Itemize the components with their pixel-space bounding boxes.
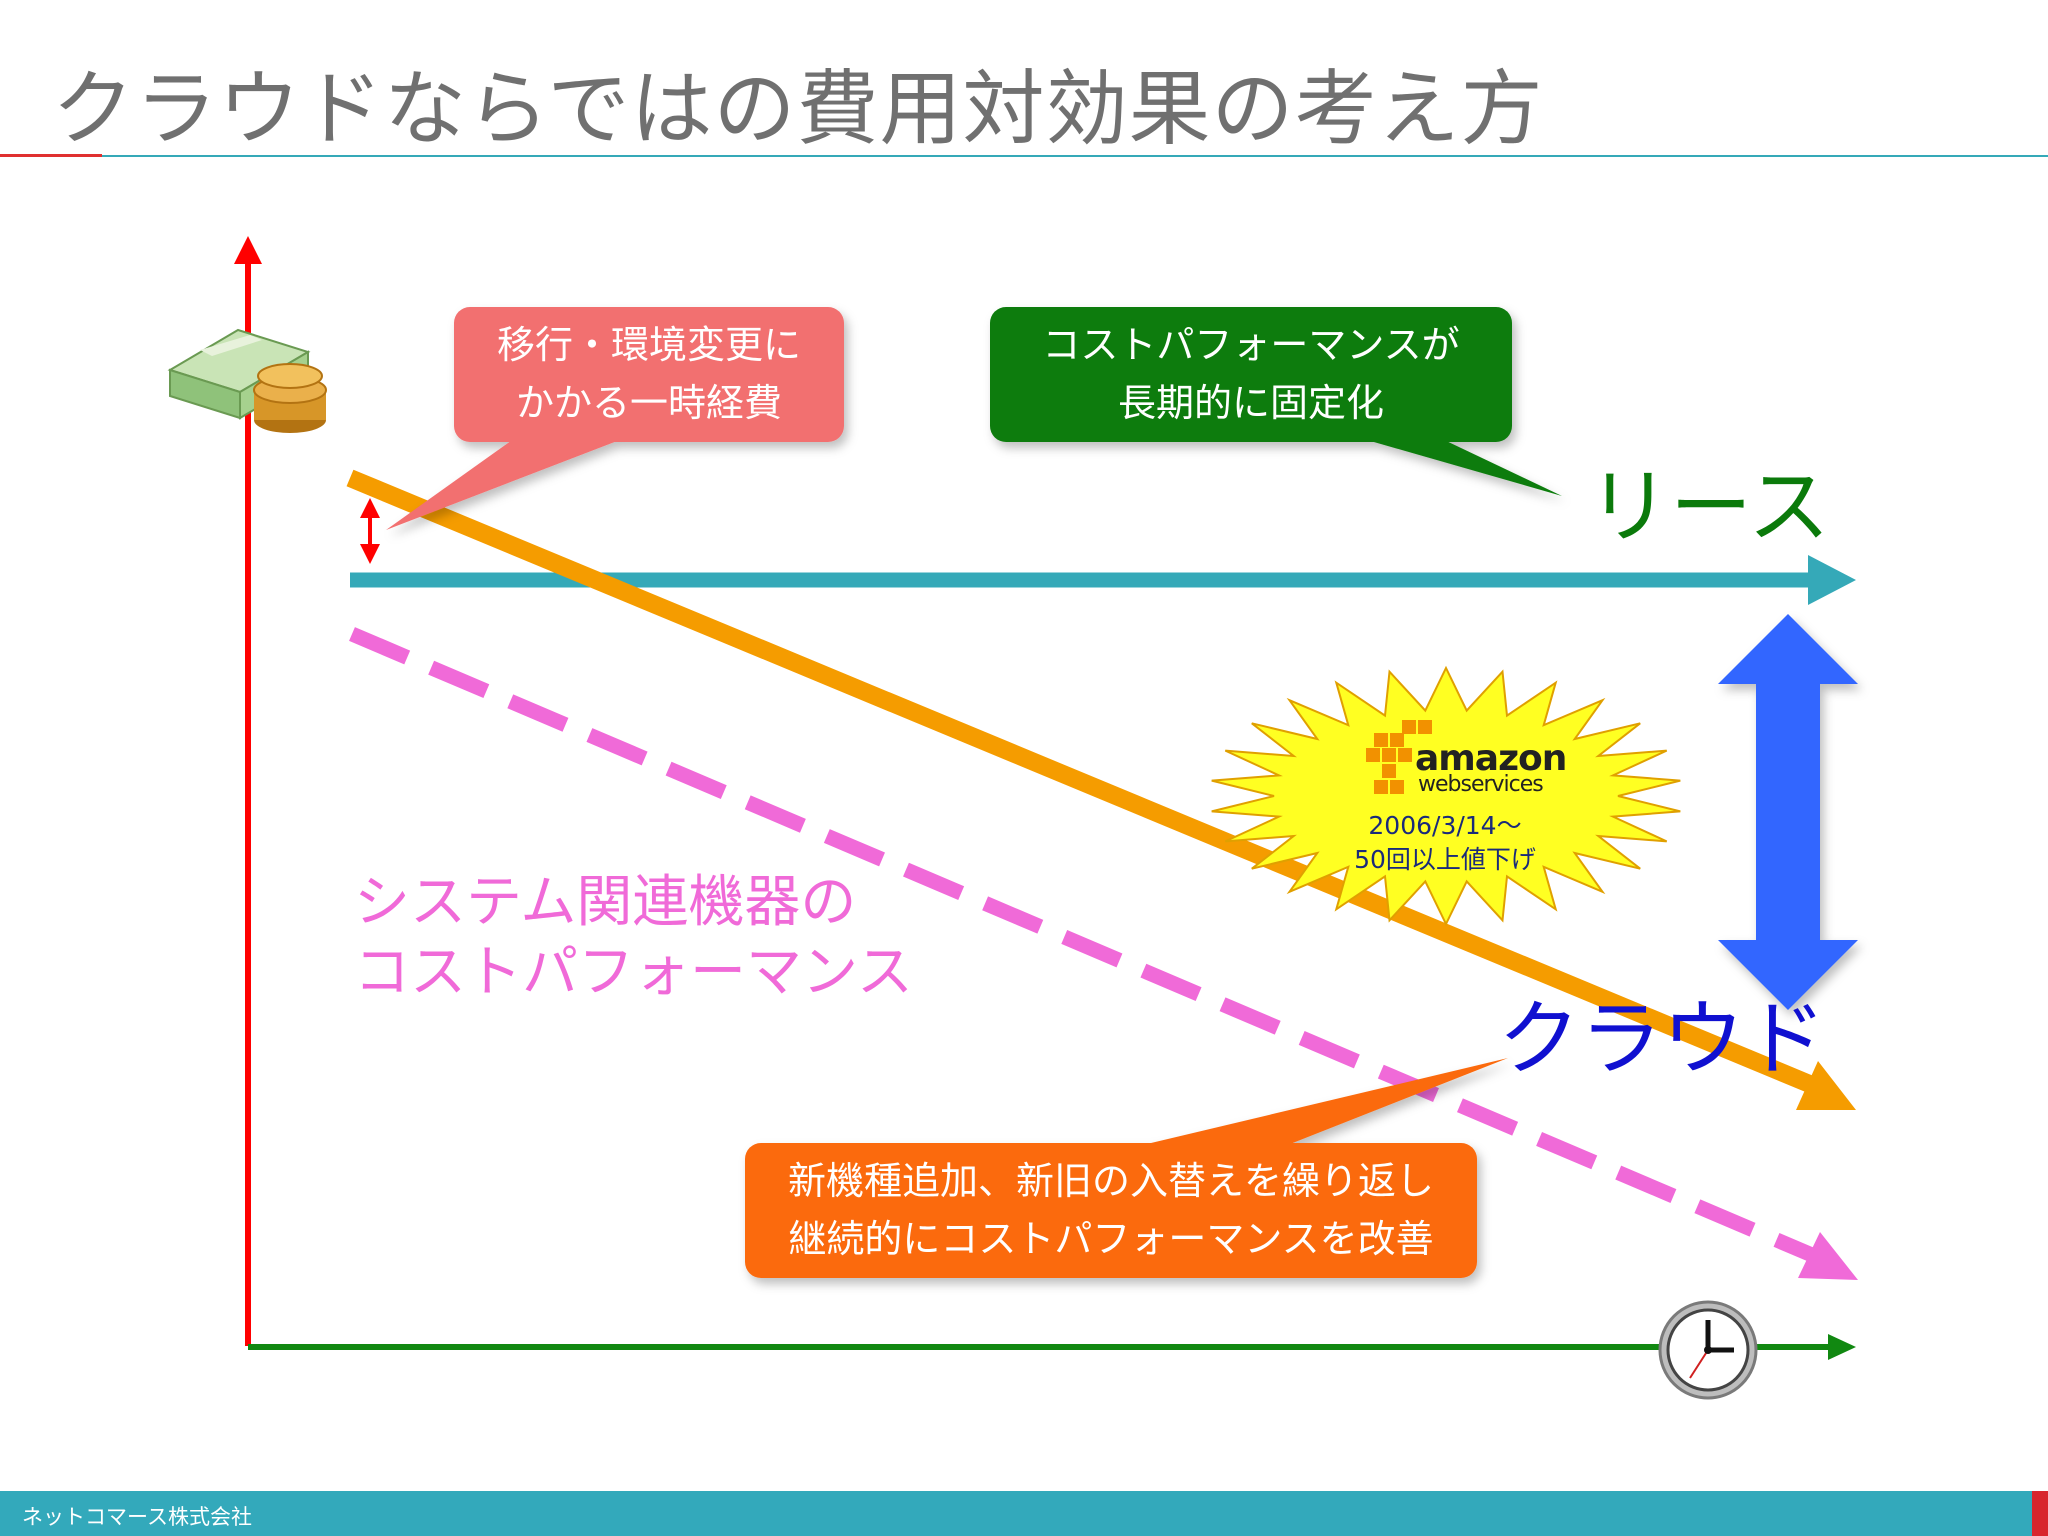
system-cost-line [349, 627, 1858, 1280]
cloud-improve-line-2: 継続的にコストパフォーマンスを改善 [788, 1217, 1434, 1261]
cloud-label: クラウド [1498, 992, 1827, 1087]
aws-logo-word: amazon [1415, 738, 1567, 779]
x-axis [248, 1334, 1856, 1360]
title-rule-accent [0, 154, 102, 157]
footer-accent [2032, 1491, 2048, 1536]
migration-cost-line-1: 移行・環境変更に [496, 323, 801, 367]
system-cost-line-1: システム関連機器の [354, 870, 857, 935]
lease-fixed-callout [990, 307, 1562, 496]
lease-fixed-line-1: コストパフォーマンスが [1042, 323, 1460, 367]
aws-price-cuts: 50回以上値下げ [1354, 845, 1536, 874]
footer-company: ネットコマース株式会社 [22, 1505, 252, 1529]
money-icon [167, 328, 327, 433]
lease-fixed-line-2: 長期的に固定化 [1117, 381, 1384, 425]
footer-bar: ネットコマース株式会社 [0, 1491, 2048, 1536]
initial-cost-gap-arrow [360, 498, 380, 564]
title-rule [102, 155, 2048, 157]
cloud-line [346, 469, 1856, 1110]
clock-icon [1658, 1300, 1758, 1400]
migration-cost-text: 移行・環境変更に かかる一時経費 [454, 316, 844, 432]
aws-price-note: 2006/3/14～ 50回以上値下げ [1310, 809, 1580, 877]
cost-gap-arrow [1718, 614, 1858, 1010]
cloud-improve-line-1: 新機種追加、新旧の入替えを繰り返し [787, 1159, 1434, 1203]
slide-title: クラウドならではの費用対効果の考え方 [52, 62, 1544, 157]
migration-cost-callout [386, 307, 844, 530]
aws-logo-sub: webservices [1418, 772, 1544, 797]
lease-fixed-text: コストパフォーマンスが 長期的に固定化 [990, 316, 1512, 432]
y-axis [234, 236, 262, 1346]
cloud-improve-text: 新機種追加、新旧の入替えを繰り返し 継続的にコストパフォーマンスを改善 [745, 1152, 1477, 1268]
lease-label: リース [1588, 460, 1830, 555]
system-cost-label: システム関連機器の コストパフォーマンス [354, 868, 913, 1008]
aws-date: 2006/3/14～ [1368, 811, 1522, 840]
migration-cost-line-2: かかる一時経費 [515, 381, 782, 425]
aws-cubes-icon [1366, 720, 1432, 794]
aws-burst [1211, 665, 1681, 927]
system-cost-line-2: コストパフォーマンス [354, 940, 913, 1005]
cloud-improve-callout [745, 1058, 1508, 1278]
